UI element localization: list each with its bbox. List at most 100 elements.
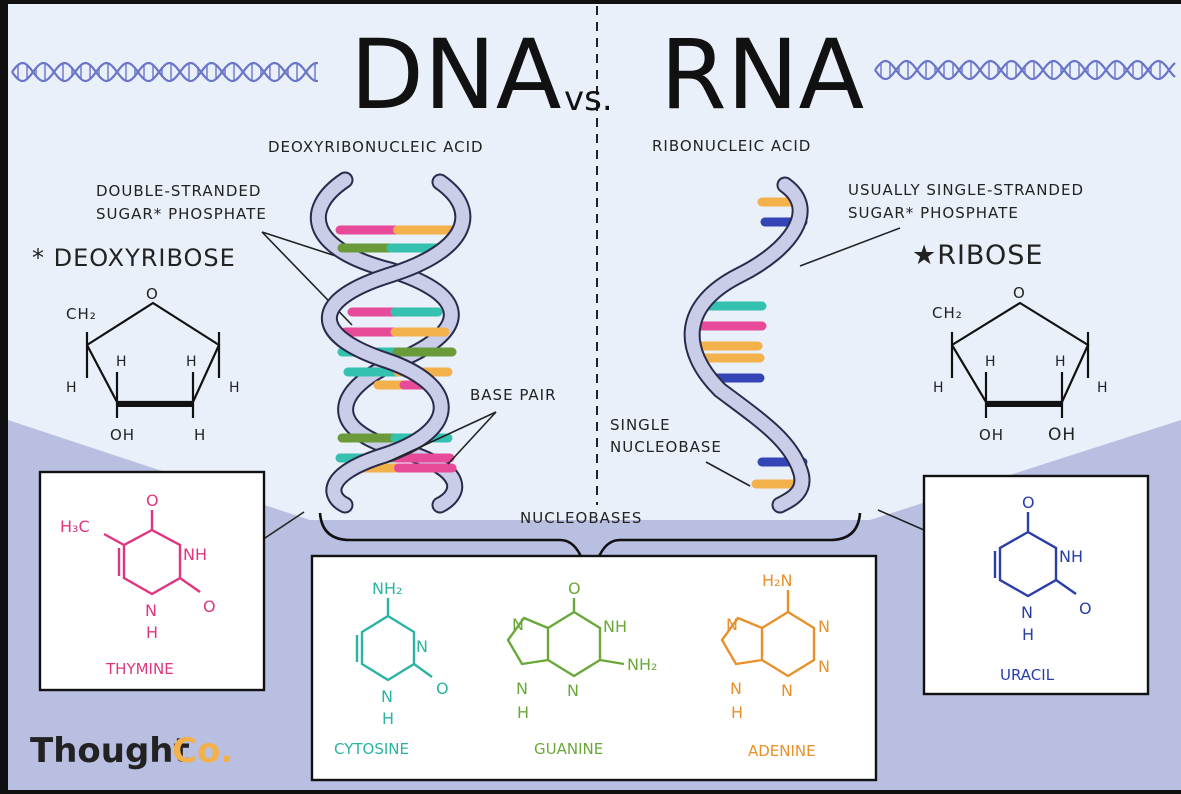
dna-strand-pointer-1 — [261, 231, 343, 259]
ribose-h4: H — [1097, 380, 1109, 396]
dna-backbone-2 — [323, 175, 470, 512]
cytosine-name: CYTOSINE — [334, 740, 409, 758]
cytosine-h: H — [382, 709, 394, 728]
thymine-ring — [122, 510, 182, 596]
cytosine-o: O — [436, 679, 449, 698]
single-nucleobase-label-line2: NUCLEOBASE — [610, 438, 722, 456]
guanine-five-ring — [506, 616, 549, 666]
rna-strand-label-line1: USUALLY SINGLE-STRANDED — [848, 181, 1084, 199]
adenine-n-h-ring: N — [730, 679, 742, 698]
cytosine-ring — [360, 598, 416, 682]
adenine-n-right: N — [818, 617, 830, 636]
thymine-n: N — [145, 601, 157, 620]
single-nucleobase-label-line1: SINGLE — [610, 416, 671, 434]
deoxyribose-h5: H — [194, 426, 206, 444]
base-pair-pointer-1 — [387, 411, 497, 463]
guanine-nh: NH — [603, 617, 627, 636]
rna-single-strand — [683, 176, 811, 514]
nucleobases-label: NUCLEOBASES — [520, 509, 642, 527]
adenine-six-ring — [760, 590, 816, 678]
cytosine-nh2: NH₂ — [372, 579, 402, 598]
title-rna: RNA — [660, 19, 864, 131]
deoxyribose-h1: H — [116, 354, 128, 370]
uracil-o-right: O — [1079, 599, 1092, 618]
uracil-n: N — [1021, 603, 1033, 622]
deoxyribose-o: O — [146, 285, 159, 303]
uracil-h: H — [1022, 625, 1034, 644]
thymine-o-top: O — [146, 491, 159, 510]
uracil-o-top: O — [1022, 493, 1035, 512]
thymine-name: THYMINE — [105, 660, 174, 678]
brand-co: Co. — [172, 731, 233, 771]
ribose-ch2: CH₂ — [932, 304, 963, 322]
guanine-name: GUANINE — [534, 740, 603, 758]
guanine-n-h-ring: N — [516, 679, 528, 698]
thymine-connector — [261, 511, 305, 541]
thymine-h: H — [146, 623, 158, 642]
adenine-n-left: N — [726, 615, 738, 634]
dna-double-helix — [310, 171, 472, 514]
dna-sugar-name: * DEOXYRIBOSE — [32, 244, 236, 272]
deoxyribose-h4: H — [229, 380, 241, 396]
deoxyribose-h3: H — [66, 380, 78, 396]
deoxyribose-ch2: CH₂ — [66, 305, 97, 323]
uracil-carbonyl-bond — [1055, 579, 1077, 595]
ribose-structure — [950, 301, 1090, 418]
guanine-nh2: NH₂ — [627, 655, 657, 674]
guanine-amine-bond — [599, 658, 625, 666]
left-title-wave-strand — [11, 61, 319, 83]
rna-subtitle: RIBONUCLEIC ACID — [652, 137, 811, 155]
ribose-h2: H — [1055, 354, 1067, 370]
ribose-oh-1: OH — [979, 426, 1004, 444]
adenine-h: H — [731, 703, 743, 722]
rna-backbone — [685, 178, 809, 512]
right-title-wave-strand — [874, 59, 1176, 81]
adenine-n-lower-right: N — [818, 657, 830, 676]
ribose-ring — [951, 301, 1090, 404]
thymine-methyl-bond — [103, 532, 125, 547]
title-vs: vs. — [564, 79, 613, 119]
guanine-structure — [506, 598, 625, 678]
deoxyribose-h2: H — [186, 354, 198, 370]
deoxyribose-oh: OH — [110, 426, 135, 444]
adenine-five-ring — [720, 616, 763, 666]
ribose-o: O — [1013, 284, 1026, 302]
ribose-oh-2: OH — [1048, 425, 1076, 445]
adenine-name: ADENINE — [748, 742, 816, 760]
uracil-name: URACIL — [1000, 666, 1055, 684]
thymine-box — [38, 470, 266, 692]
thymine-o-right: O — [203, 597, 216, 616]
thymine-carbonyl-bond — [179, 577, 201, 593]
title-dna: DNA — [350, 19, 561, 131]
uracil-structure — [993, 512, 1077, 598]
brand-thought: Thought — [30, 731, 190, 771]
adenine-h2n: H₂N — [762, 571, 792, 590]
adenine-n-bottom: N — [781, 681, 793, 700]
thymine-h3c: H₃C — [60, 517, 90, 536]
base-pair-label: BASE PAIR — [470, 386, 557, 404]
rna-strand-label-line2: SUGAR* PHOSPHATE — [848, 204, 1019, 222]
single-nucleobase-pointer — [705, 461, 751, 487]
uracil-ring — [998, 512, 1058, 598]
guanine-n-left: N — [512, 615, 524, 634]
dna-strand-label-line2: SUGAR* PHOSPHATE — [96, 205, 267, 223]
rna-strand-pointer — [799, 227, 901, 267]
cytosine-n-bottom: N — [381, 687, 393, 706]
rna-sugar-name: ★RIBOSE — [912, 240, 1043, 271]
guanine-six-ring — [546, 598, 602, 678]
thymine-structure — [103, 510, 201, 596]
dna-subtitle: DEOXYRIBONUCLEIC ACID — [268, 138, 484, 156]
uracil-nh: NH — [1059, 547, 1083, 566]
guanine-n-bottom: N — [567, 681, 579, 700]
cytosine-structure — [355, 598, 433, 682]
base-pair-pointer-2 — [447, 411, 497, 465]
guanine-o: O — [568, 579, 581, 598]
dna-strand-label-line1: DOUBLE-STRANDED — [96, 182, 261, 200]
adenine-structure — [720, 590, 816, 678]
deoxyribose-structure — [85, 301, 221, 418]
cytosine-n-right: N — [416, 637, 428, 656]
ribose-h1: H — [985, 354, 997, 370]
cytosine-carbonyl-bond — [413, 663, 433, 678]
